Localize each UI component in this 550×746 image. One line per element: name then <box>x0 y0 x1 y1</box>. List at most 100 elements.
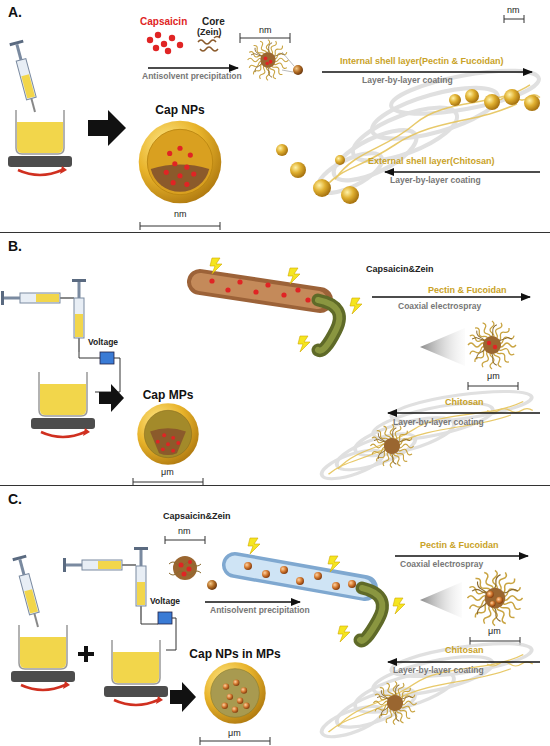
stirrer-setup <box>11 625 75 690</box>
microparticle <box>370 424 413 467</box>
process-arrow <box>388 412 540 414</box>
coaxial-jet <box>295 287 300 292</box>
coaxial-jet <box>348 580 356 588</box>
coaxial-jet <box>265 282 270 287</box>
particle-ball <box>207 580 217 590</box>
panel-letter: C. <box>8 491 22 507</box>
coaxial-jet <box>235 538 405 642</box>
text-label: (Zein) <box>197 27 222 37</box>
nanoparticle <box>169 562 201 566</box>
coaxial-jet <box>338 626 350 642</box>
process-arrow <box>88 110 126 146</box>
text-label: Antisolvent precipitation <box>210 606 310 616</box>
sphere-graphic <box>144 410 191 457</box>
stirrer-setup <box>11 555 75 690</box>
process-arrow <box>372 296 530 298</box>
capsaicin-dots <box>169 35 175 41</box>
microparticle <box>493 345 497 349</box>
coaxial-jet <box>209 278 310 302</box>
scale-bar <box>165 536 205 544</box>
text-label: Core <box>202 16 225 28</box>
zoom-line <box>282 52 294 72</box>
coaxial-jet <box>210 258 222 274</box>
zein-strands <box>200 47 218 51</box>
capsaicin-dots <box>165 48 171 54</box>
process-arrow <box>205 601 300 603</box>
sphere-graphic <box>222 703 228 709</box>
particle-sphere: Cap MPs <box>128 388 208 470</box>
sphere-graphic <box>162 433 166 437</box>
coaxial-jet <box>225 287 230 292</box>
sphere-graphic <box>161 447 165 451</box>
particle-ball <box>465 89 479 103</box>
nanoparticle <box>248 40 289 81</box>
nanoparticle <box>264 56 268 60</box>
capsaicin-dots <box>147 37 153 43</box>
sphere-graphic <box>180 661 290 725</box>
panel-band: B.Cap MPs <box>0 234 550 486</box>
coaxial-jet <box>298 336 310 352</box>
particle-ball <box>290 162 306 178</box>
zein-strands <box>198 37 220 52</box>
stirrer-setup <box>12 555 44 629</box>
text-label: Coaxial electrospray <box>398 302 481 312</box>
coating-swirl <box>317 385 534 484</box>
zein-strands <box>198 40 216 44</box>
sphere-graphic <box>177 173 182 178</box>
text-label: μm <box>161 467 174 477</box>
text-label: nm <box>259 25 272 35</box>
scale-bar <box>140 222 220 230</box>
text-label: Chitosan <box>445 397 484 407</box>
nanoparticle <box>188 560 192 564</box>
sphere-graphic <box>191 171 196 176</box>
coaxial-jet <box>318 300 339 351</box>
coaxial-jet <box>200 258 362 352</box>
panel-letter: A. <box>8 4 22 20</box>
sphere-graphic <box>184 182 189 187</box>
text-label: Layer-by-layer coating <box>393 418 484 428</box>
text-label: Antisolvent precipitation <box>142 72 242 82</box>
sphere-graphic <box>188 153 193 158</box>
microparticle <box>487 591 503 607</box>
sphere-graphic <box>151 165 209 192</box>
coaxial-jet <box>360 588 382 641</box>
electrospray-setup <box>31 372 95 437</box>
process-arrow <box>148 67 238 69</box>
sphere-graphic <box>137 403 198 464</box>
coaxial-jet <box>280 566 288 574</box>
process-arrow <box>395 555 528 557</box>
stirrer-setup <box>9 40 41 114</box>
zein-strands <box>214 37 220 39</box>
sphere-graphic <box>204 662 265 723</box>
electrospray-setup <box>1 291 74 305</box>
nanoparticle <box>187 567 192 572</box>
electrospray-setup <box>134 547 148 620</box>
scale-bar <box>240 33 290 43</box>
stirrer-setup <box>8 40 72 175</box>
coaxial-jet <box>328 556 340 572</box>
sphere-graphic <box>184 165 189 170</box>
text-label: Chitosan <box>445 645 484 655</box>
sphere-graphic <box>166 442 170 446</box>
sphere-graphic <box>150 428 186 455</box>
sphere-graphic <box>156 440 160 444</box>
text-label: μm <box>228 728 241 738</box>
particle-sphere: Cap NPs in MPs <box>180 647 290 729</box>
stirrer-setup <box>8 110 72 175</box>
capsaicin-dots <box>177 42 183 48</box>
nanoparticle <box>179 563 184 568</box>
coaxial-jet <box>262 570 270 578</box>
electrospray-setup <box>63 558 136 572</box>
coaxial-jet <box>393 598 405 614</box>
text-label: Voltage <box>150 597 180 607</box>
text-label: External shell layer(Chitosan) <box>368 156 495 166</box>
coaxial-jet <box>314 572 322 580</box>
coaxial-jet <box>288 268 300 284</box>
spray-cone <box>420 328 465 366</box>
text-label: Internal shell layer(Pectin & Fucoidan) <box>340 56 504 66</box>
particle-ball <box>335 155 345 165</box>
panel-band: C. Cap NPs in MPs <box>0 487 550 746</box>
electrospray-setup <box>104 640 168 705</box>
sphere-graphic <box>171 180 176 185</box>
coaxial-jet <box>332 582 340 590</box>
